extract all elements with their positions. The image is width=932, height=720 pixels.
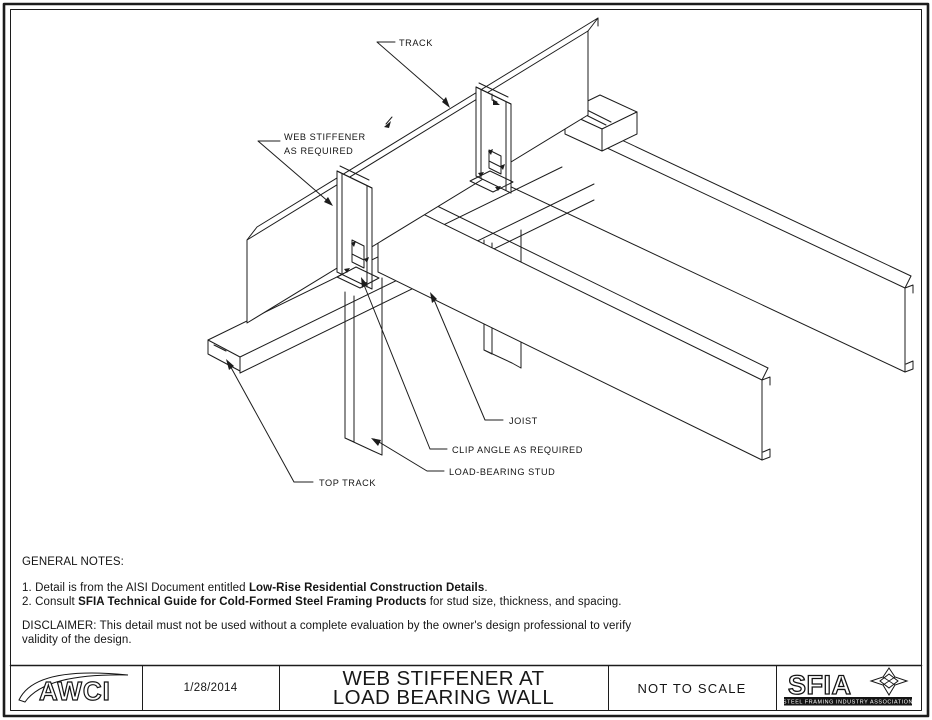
web-stiffener-right (469, 82, 514, 194)
date-cell: 1/28/2014 (142, 666, 279, 710)
title-line-2: LOAD BEARING WALL (332, 686, 555, 709)
scale-cell: NOT TO SCALE (608, 666, 776, 710)
label-joist: JOIST (509, 416, 538, 426)
scale-note: NOT TO SCALE (637, 680, 747, 696)
disclaimer-line-2: validity of the design. (22, 634, 132, 646)
label-web-stiffener-2: AS REQUIRED (284, 146, 353, 156)
note-1-bold: Low-Rise Residential Construction Detail… (248, 582, 485, 594)
leader-lines (226, 41, 504, 483)
stud-main (344, 277, 383, 456)
label-load-bearing-stud: LOAD-BEARING STUD (449, 467, 555, 477)
leader-arrowheads (226, 97, 450, 446)
awci-swoosh (18, 672, 129, 703)
note-2: 2. Consult SFIA Technical Guide for Cold… (22, 596, 622, 608)
note-1-text: 1. Detail is from the AISI Document enti… (22, 582, 249, 594)
title-line-1: WEB STIFFENER AT (342, 667, 545, 690)
sfia-logo-text: SFIA (788, 670, 852, 700)
sfia-logo: SFIA STEEL FRAMING INDUSTRY ASSOCIATION (776, 666, 921, 710)
awci-logo-text: AWCI (39, 676, 111, 706)
label-web-stiffener-1: WEB STIFFENER (284, 132, 366, 142)
sfia-tagline-text: STEEL FRAMING INDUSTRY ASSOCIATION (782, 700, 912, 706)
callout-labels: TRACK WEB STIFFENER AS REQUIRED JOIST CL… (284, 38, 583, 488)
notes-heading: GENERAL NOTES: (22, 556, 124, 568)
drawing-date: 1/28/2014 (183, 682, 238, 694)
note-1-suffix: . (484, 582, 488, 594)
note-1: 1. Detail is from the AISI Document enti… (22, 582, 488, 594)
note-2-text: 2. Consult (22, 596, 79, 608)
note-2-suffix: for stud size, thickness, and spacing. (426, 596, 622, 608)
sfia-tagline-bar (783, 697, 912, 706)
drawing-title: WEB STIFFENER AT LOAD BEARING WALL (279, 666, 608, 710)
label-clip-angle: CLIP ANGLE AS REQUIRED (452, 445, 583, 455)
awci-logo: AWCI (11, 666, 142, 710)
web-stiffener-left (336, 116, 393, 290)
disclaimer-line-1: DISCLAIMER: This detail must not be used… (22, 620, 632, 632)
label-top-track: TOP TRACK (319, 478, 376, 488)
note-2-bold: SFIA Technical Guide for Cold-Formed Ste… (78, 596, 427, 608)
label-track: TRACK (399, 38, 433, 48)
fastener-marks-right (478, 99, 505, 191)
sfia-diamond-icon (868, 667, 909, 696)
